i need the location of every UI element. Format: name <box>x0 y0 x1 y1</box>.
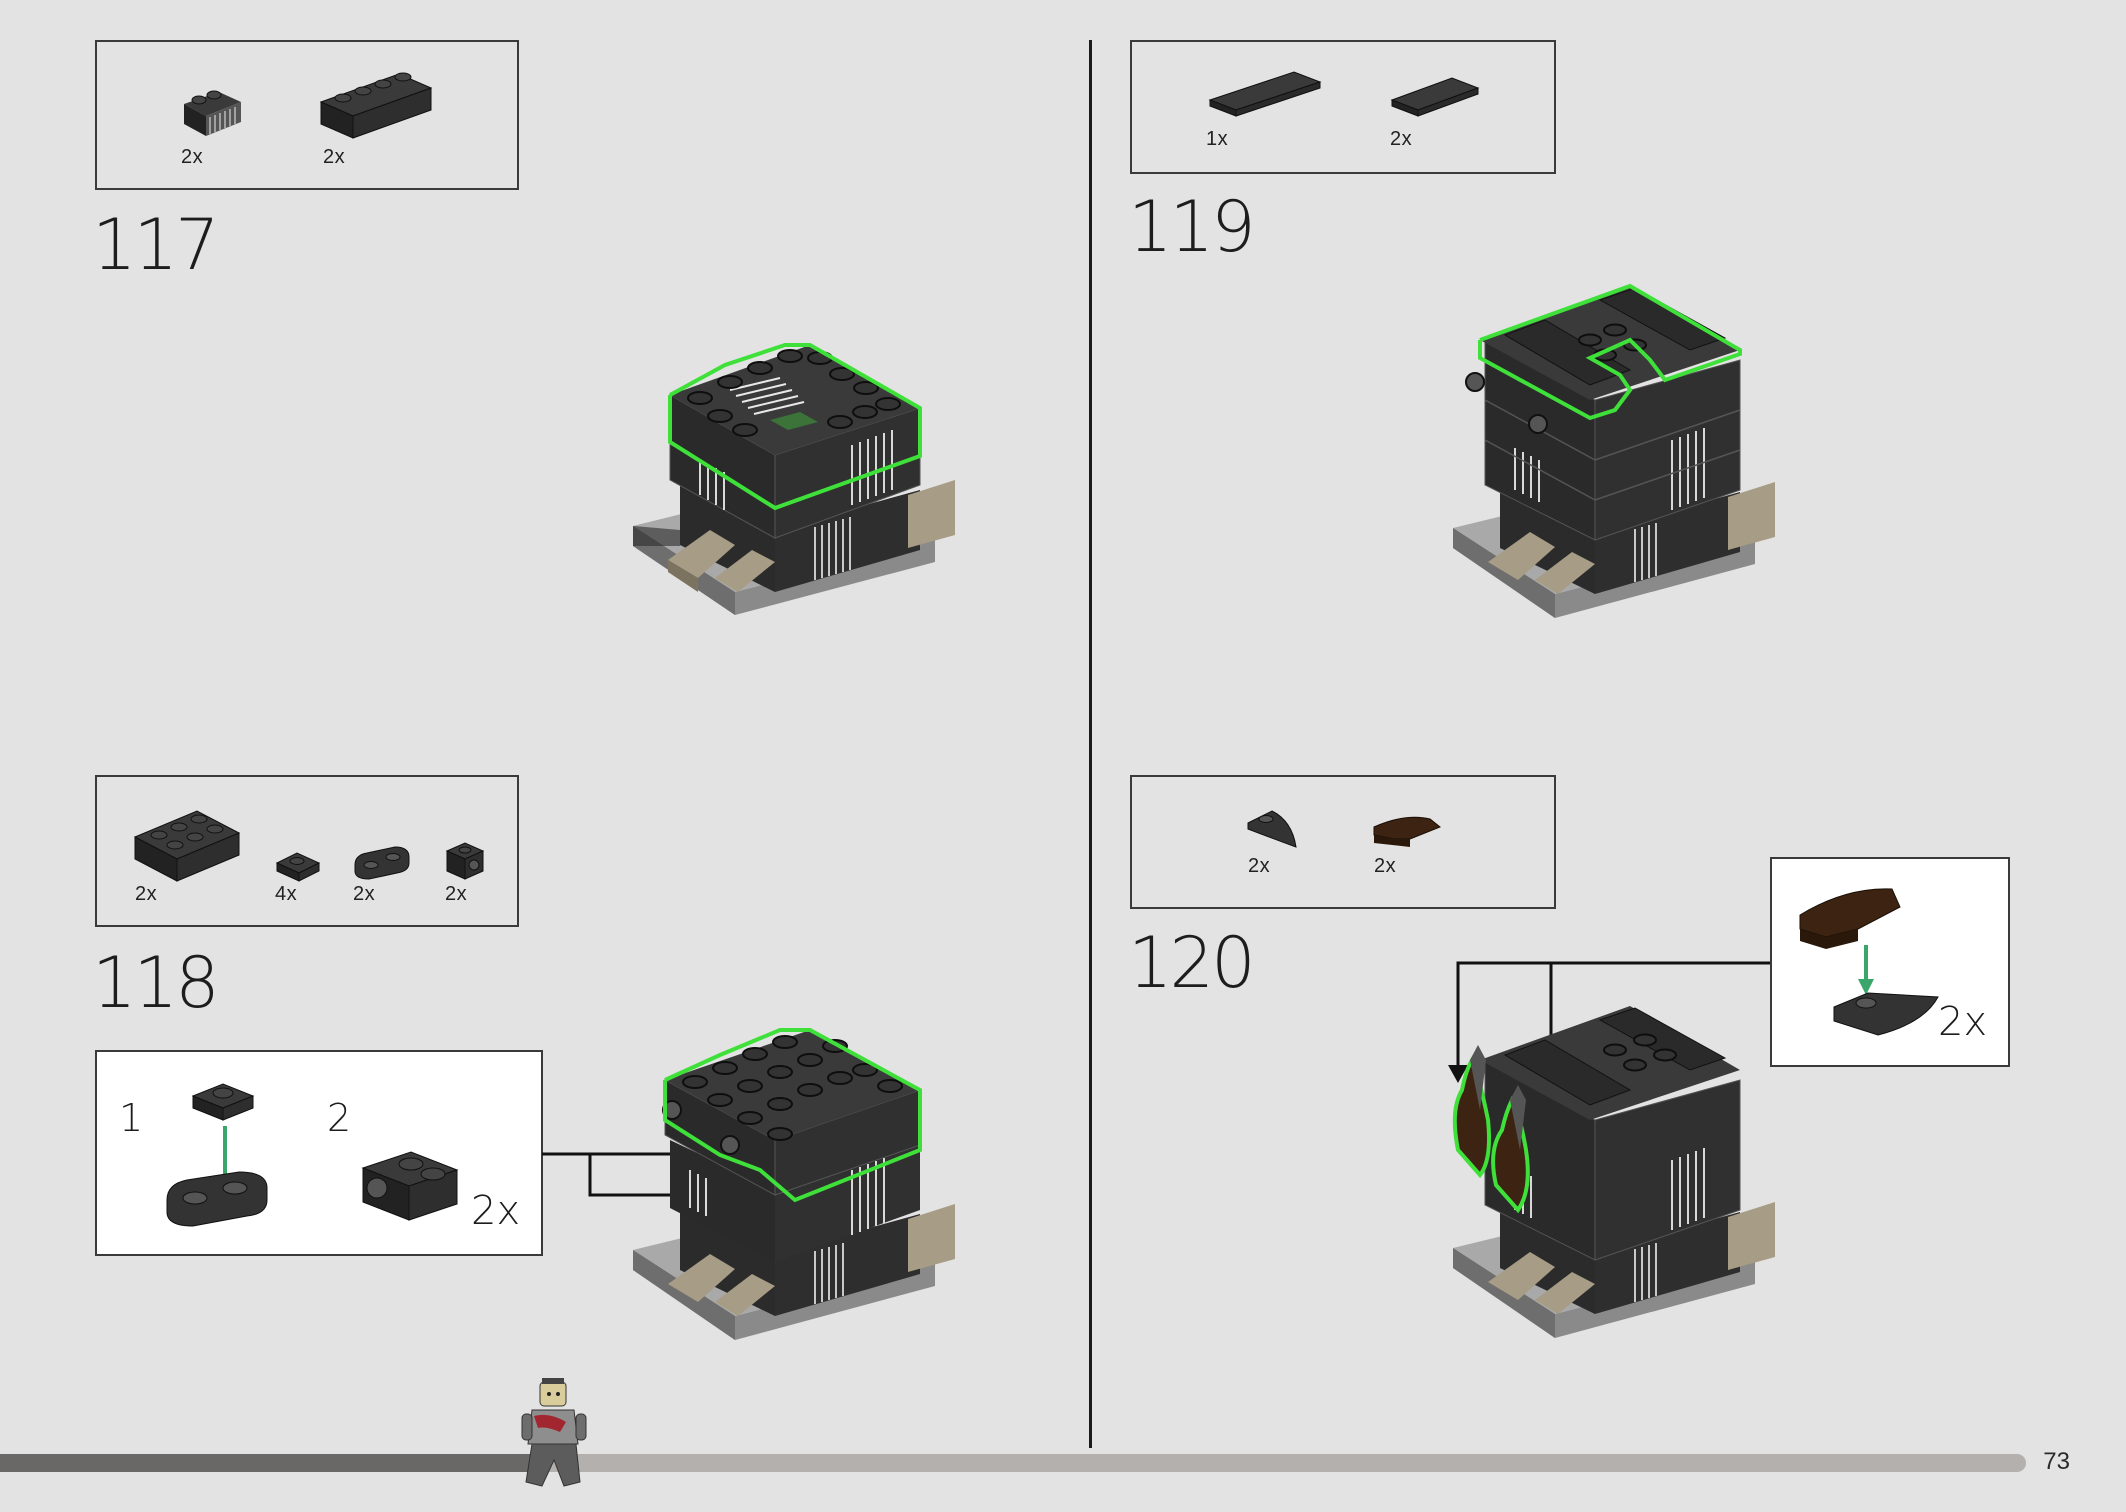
callout-qty: 2x <box>1938 999 1988 1045</box>
parts-list-120: 2x 2x <box>1130 775 1556 909</box>
curved-slope-brown-icon <box>1373 816 1441 847</box>
brick-2x3-icon <box>133 810 241 882</box>
substep-number: 1 <box>119 1096 144 1140</box>
plate-1x1-icon <box>191 1083 255 1121</box>
model-step-119 <box>1453 283 1775 618</box>
down-arrow-icon <box>1858 945 1874 995</box>
part-qty: 2x <box>445 883 468 905</box>
part-qty: 2x <box>323 146 346 168</box>
subassembly-box-118: 1 2 2x <box>95 1050 543 1256</box>
wedge-plate-icon <box>1833 992 1939 1036</box>
subassembly-qty: 2x <box>471 1188 521 1234</box>
part-qty: 4x <box>275 883 298 905</box>
model-step-117 <box>633 343 955 615</box>
part-qty: 2x <box>353 883 376 905</box>
brick-1x1-stud-side-icon <box>445 842 485 880</box>
step-number-120: 120 <box>1128 922 1256 1004</box>
progress-bar <box>0 1454 2026 1472</box>
part-qty: 2x <box>1374 855 1397 877</box>
page-number: 73 <box>2043 1448 2070 1475</box>
curved-slope-brown-icon <box>1799 888 1901 949</box>
page-divider <box>1089 40 1092 1448</box>
tile-1x4-icon <box>1390 77 1480 117</box>
wedge-plate-icon <box>1247 810 1297 848</box>
part-qty: 2x <box>1390 128 1413 150</box>
parts-list-117: 2x 2x <box>95 40 519 190</box>
part-qty: 2x <box>1248 855 1271 877</box>
part-qty: 1x <box>1206 128 1229 150</box>
parts-list-119: 1x 2x <box>1130 40 1556 174</box>
progress-fill <box>0 1454 537 1472</box>
tile-1x6-icon <box>1208 71 1322 117</box>
plate-1x2-rounded-icon <box>166 1171 268 1227</box>
brick-1x4-icon <box>319 72 433 139</box>
plate-1x2-rounded-icon <box>354 846 410 880</box>
part-qty: 2x <box>135 883 158 905</box>
substep-number: 2 <box>327 1096 352 1140</box>
step-number-119: 119 <box>1128 186 1256 268</box>
minifigure-icon <box>521 1378 587 1487</box>
step-number-118: 118 <box>92 942 220 1024</box>
grille-brick-icon <box>184 90 241 136</box>
callout-box-120: 2x <box>1770 857 2010 1067</box>
part-qty: 2x <box>181 146 204 168</box>
plate-1x1-icon <box>275 852 321 882</box>
model-step-118 <box>633 1028 955 1340</box>
assembled-part-icon <box>361 1151 459 1221</box>
parts-list-118: 2x 4x 2x 2x <box>95 775 519 927</box>
step-number-117: 117 <box>92 204 220 286</box>
model-step-120 <box>1452 1006 1775 1338</box>
